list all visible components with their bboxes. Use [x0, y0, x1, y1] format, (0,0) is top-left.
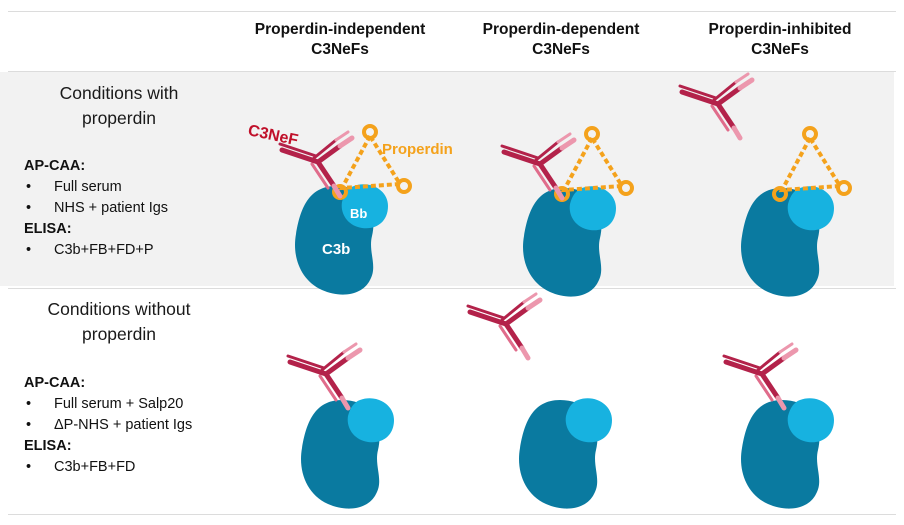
column-header-line1: Properdin-dependent [482, 21, 640, 38]
column-header-line2: C3NeFs [532, 41, 590, 58]
properdin-independent-with-properdin: Bb C3b C3NeF Properdin [246, 122, 453, 295]
c3b-bb-convertase-icon [295, 184, 388, 295]
column-header-properdin-inhibited: Properdin-inhibited C3NeFs [685, 20, 875, 60]
properdin-inhibited-with-properdin [680, 74, 852, 297]
column-header-properdin-independent: Properdin-independent C3NeFs [245, 20, 435, 60]
properdin-independent-without-properdin [288, 344, 394, 509]
list-item: Full serum [24, 177, 168, 198]
row-title-line1: Conditions without [47, 299, 191, 319]
row-title-with-properdin: Conditions with properdin [14, 81, 224, 131]
list-item: ΔP-NHS + patient Igs [24, 415, 192, 436]
ap-caa-header: AP-CAA: [24, 375, 86, 391]
column-header-line1: Properdin-independent [254, 21, 426, 38]
c3nef-antibody-icon [680, 74, 752, 138]
c3b-bb-convertase-icon [741, 398, 834, 509]
properdin-icon [332, 124, 412, 200]
middle-rule [8, 288, 896, 289]
properdin-dependent-without-properdin [468, 294, 612, 509]
c3b-bb-convertase-icon [523, 186, 616, 297]
properdin-icon [554, 126, 634, 202]
bottom-rule [8, 514, 896, 515]
c3nef-label: C3NeF [246, 122, 299, 149]
c3b-bb-convertase-icon [301, 398, 394, 509]
top-rule [8, 11, 896, 12]
bb-label: Bb [350, 206, 367, 221]
c3b-bb-convertase-icon [519, 398, 612, 509]
c3nef-antibody-icon [468, 294, 540, 358]
ap-caa-header: AP-CAA: [24, 158, 86, 174]
properdin-label: Properdin [382, 141, 453, 158]
properdin-dependent-with-properdin [502, 126, 634, 297]
column-header-line1: Properdin-inhibited [708, 21, 852, 38]
c3b-label: C3b [322, 241, 350, 258]
c3nef-antibody-icon [724, 344, 796, 408]
list-item: Full serum + Salp20 [24, 394, 192, 415]
elisa-header: ELISA: [24, 438, 72, 454]
list-item: C3b+FB+FD [24, 457, 192, 478]
list-item: NHS + patient Igs [24, 198, 168, 219]
column-header-properdin-dependent: Properdin-dependent C3NeFs [466, 20, 656, 60]
row-title-line2: properdin [82, 108, 156, 128]
column-header-line2: C3NeFs [751, 41, 809, 58]
properdin-inhibited-without-properdin [724, 344, 834, 509]
elisa-header: ELISA: [24, 221, 72, 237]
conditions-list-with-properdin: AP-CAA: Full serum NHS + patient Igs ELI… [24, 156, 168, 261]
conditions-list-without-properdin: AP-CAA: Full serum + Salp20 ΔP-NHS + pat… [24, 373, 192, 478]
c3nef-antibody-icon [288, 344, 360, 408]
row-title-line1: Conditions with [59, 83, 179, 103]
properdin-icon [772, 126, 852, 202]
column-header-line2: C3NeFs [311, 41, 369, 58]
header-rule [8, 71, 896, 72]
row-title-line2: properdin [82, 324, 156, 344]
row-title-without-properdin: Conditions without properdin [14, 297, 224, 347]
list-item: C3b+FB+FD+P [24, 240, 168, 261]
c3b-bb-convertase-icon [741, 186, 834, 297]
